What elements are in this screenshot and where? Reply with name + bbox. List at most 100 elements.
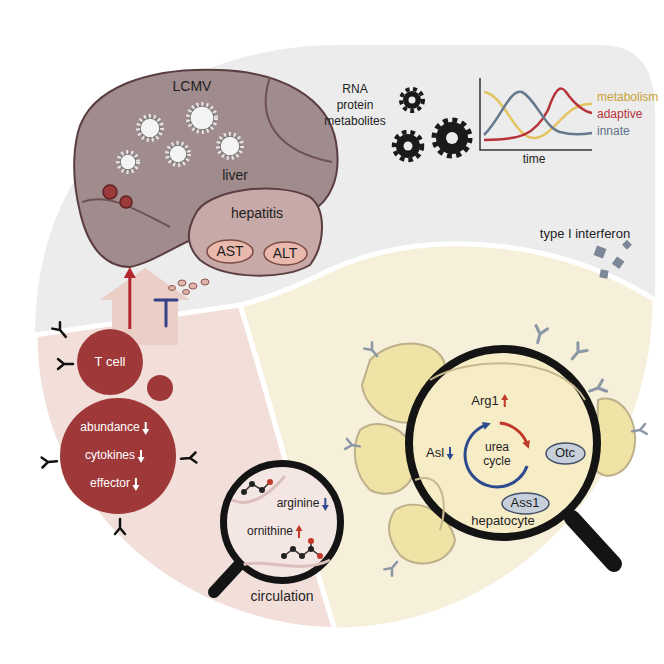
receptor-symbols <box>345 342 647 576</box>
magnifier-handles <box>214 518 614 592</box>
gear-icons <box>404 142 413 151</box>
receptor-symbols <box>631 424 647 436</box>
urea-cycle-arrows <box>522 440 530 449</box>
hepatocyte-cells <box>596 399 635 476</box>
change-arrow <box>504 399 506 407</box>
cell-borders <box>430 363 585 400</box>
label-text: Ass1 <box>511 496 540 511</box>
change-arrow <box>324 498 326 506</box>
released-enzymes <box>178 280 186 286</box>
label-text: Otc <box>555 446 575 461</box>
change-arrow <box>142 422 149 435</box>
hepatitis-lobe-outline <box>185 185 325 280</box>
gear-icons <box>409 97 416 104</box>
molecule-icons <box>267 479 273 485</box>
receptor-symbols <box>364 342 381 359</box>
molecule-icons <box>244 482 270 492</box>
label-text: adaptive <box>597 108 642 122</box>
released-enzymes <box>169 286 176 291</box>
cell-borders <box>415 363 585 530</box>
label-text: abundance <box>80 421 139 435</box>
virus-particles <box>188 104 216 132</box>
inhibition-bar <box>155 300 177 326</box>
virus-particles <box>140 118 160 138</box>
change-arrow <box>142 429 149 435</box>
change-arrow <box>322 505 329 511</box>
label-text: AST <box>216 243 243 259</box>
label-text: ornithine <box>247 525 293 539</box>
change-arrow <box>501 394 508 400</box>
interferon-squares <box>612 256 625 269</box>
gear-icons <box>394 132 422 160</box>
molecule-icons <box>281 553 287 559</box>
change-arrow <box>296 525 303 531</box>
inhibition-bar <box>165 300 168 326</box>
t-cell-circle: T cell <box>77 329 143 395</box>
enzyme-ellipse: AST <box>206 239 254 264</box>
enzyme-ellipse: Otc <box>545 442 586 465</box>
change-arrow <box>132 478 139 491</box>
antibody-symbols <box>42 322 197 534</box>
label-text: T cell <box>95 355 126 370</box>
molecule-icons <box>317 553 323 559</box>
molecule-icons <box>299 553 305 559</box>
label-text: innate <box>597 125 630 139</box>
magnifier-handles <box>572 518 614 564</box>
cell-shape <box>77 329 143 395</box>
gear-icons <box>434 120 470 156</box>
label-text: metabolism <box>597 91 658 105</box>
virus-particles <box>218 134 242 158</box>
molecule-icons <box>259 487 265 493</box>
label-text: RNA <box>342 83 367 97</box>
released-enzymes <box>169 279 210 295</box>
hepatitis-lobe: hepatitisASTALT <box>185 185 325 280</box>
label-text: hepatocyte <box>471 514 535 529</box>
time-course-chart <box>480 78 592 150</box>
virus-particles <box>220 136 240 156</box>
label-text: hepatitis <box>231 205 283 221</box>
virus-particles <box>190 106 214 130</box>
released-enzymes <box>201 279 209 285</box>
interferon-squares <box>599 269 608 278</box>
antibody-symbols <box>181 452 197 463</box>
lens-shape <box>409 349 597 537</box>
interferon-squares <box>594 246 607 259</box>
label-text: LCMV <box>173 78 212 94</box>
label-text: type I interferon <box>540 227 630 242</box>
ellipse-shape <box>264 242 307 265</box>
urea-cycle-arrows <box>465 422 530 487</box>
cell-shape <box>60 398 176 514</box>
time-course-chart <box>480 78 592 150</box>
time-course-chart <box>484 89 592 140</box>
antibody-symbols <box>52 322 69 340</box>
interferon-receptors <box>532 326 607 397</box>
enzyme-ellipse: Ass1 <box>501 492 550 515</box>
time-course-chart <box>484 92 592 135</box>
molecule-icons <box>308 546 314 552</box>
label-text: Arg1 <box>471 394 498 409</box>
receptor-symbols <box>384 559 401 576</box>
lobe-shape <box>189 189 322 276</box>
gear-icons <box>401 89 423 111</box>
gear-icons <box>403 91 421 109</box>
virus-particles <box>103 104 242 208</box>
change-arrow <box>501 394 508 407</box>
label-text: time <box>523 153 546 167</box>
ellipse-shape <box>502 493 549 514</box>
connector-arrow <box>124 267 136 329</box>
change-arrow <box>138 457 145 463</box>
interferon-squares <box>622 240 632 250</box>
cell-borders <box>415 478 444 530</box>
molecule-icons <box>241 479 323 559</box>
gear-icons <box>394 89 470 160</box>
vessel-network <box>232 476 285 503</box>
molecule-icons <box>241 489 247 495</box>
urea-cycle-arrows <box>500 423 527 444</box>
change-arrow <box>298 530 300 538</box>
label-text: urea cycle <box>477 441 517 469</box>
change-arrow <box>447 454 454 460</box>
magnifier-handles <box>214 566 238 592</box>
